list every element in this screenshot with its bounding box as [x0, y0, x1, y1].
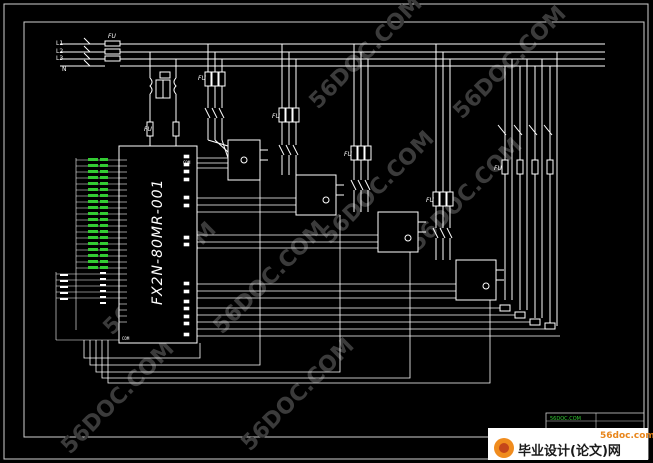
motor-branch-2: [278, 44, 344, 216]
plc-com-top: COM: [183, 160, 191, 165]
brand-site-url: 56doc.com: [600, 431, 653, 441]
drawing-inner-frame: [23, 21, 645, 438]
plc-input-pins: [119, 159, 127, 323]
main-fuses: [104, 40, 121, 62]
plc-com-bottom: COM: [122, 336, 130, 341]
branch-1-fuse-label: FU: [198, 75, 206, 82]
branch-2-fuse-label: FU: [272, 113, 280, 120]
drawing-outer-frame: [3, 3, 649, 460]
main-fuse-label: FU: [108, 33, 116, 40]
phase-labels: L1 L2 L3 N: [56, 40, 67, 73]
motor-branch-4: [432, 44, 504, 301]
input-switch-leds: [88, 158, 108, 269]
motor-branch-1: [204, 44, 268, 181]
motor-branch-3: [350, 44, 426, 253]
mains-bus: [60, 43, 605, 67]
branch-3-fuse-label: FU: [344, 151, 352, 158]
plc-output-pins: [183, 154, 190, 337]
plc-model-label: FX2N-80MR-001: [150, 179, 166, 305]
phase-label-l3: L3: [56, 55, 63, 62]
return-loops: [83, 180, 491, 384]
branch-4-fuse-label: FU: [426, 197, 434, 204]
plc-fuse-label: FU: [144, 126, 152, 133]
brand-name: 毕业设计(论文)网: [518, 443, 621, 459]
title-block-text: 56DOC.COM: [550, 416, 581, 422]
control-transformer: [149, 52, 177, 108]
phase-label-n: N: [62, 66, 67, 73]
phase-label-l2: L2: [56, 48, 63, 55]
input-switch-contacts: [60, 272, 106, 304]
motor-branch-5: [497, 52, 558, 330]
plc-fuses: [146, 108, 180, 146]
plc-output-wiring: [197, 157, 560, 337]
phase-label-l1: L1: [56, 40, 63, 47]
brand-logo: 56doc.com 毕业设计(论文)网: [488, 428, 653, 460]
main-switch: [83, 37, 91, 67]
branch-5-fuse-label: FU: [494, 165, 502, 172]
